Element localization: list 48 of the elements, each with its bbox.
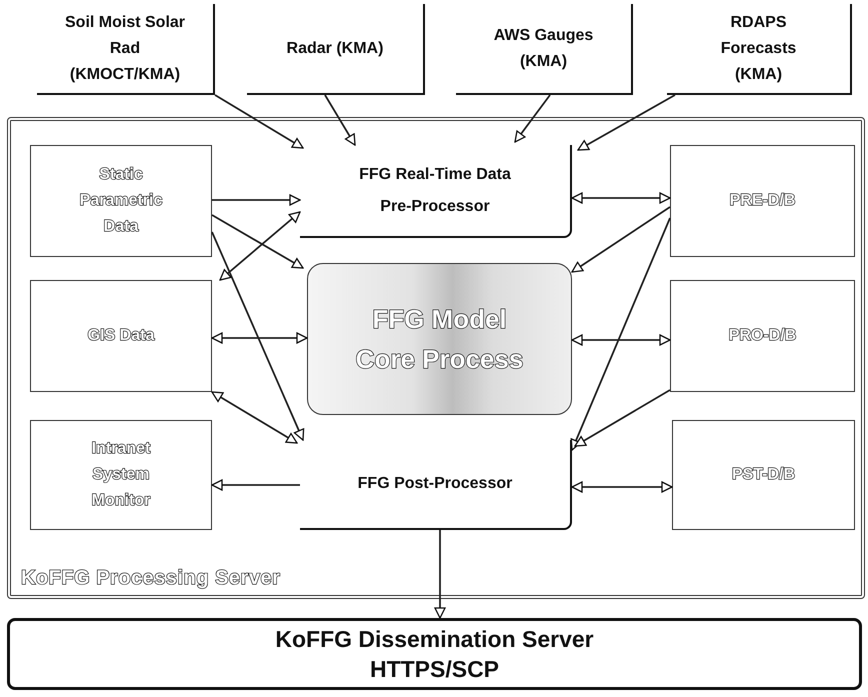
node-label: FFG Model Core Process [354,303,524,376]
data-box [30,145,212,257]
arrow [324,94,356,146]
process-box [300,145,572,238]
arrow [212,214,304,269]
node-label: KoFFG Dissemination Server HTTPS/SCP [274,625,595,684]
arrow [571,192,671,204]
node-label: Intranet System Monitor [90,439,152,511]
node-label: Soil Moist Solar Rad (KMOCT/KMA) [65,12,185,84]
data-box [30,280,212,392]
data-box [30,420,212,530]
arrow [514,94,551,143]
arrow [211,332,308,344]
arrow [571,206,670,273]
node-label: PST-D/B [730,465,796,485]
node-label: Static Parametric Data [78,165,164,237]
node-label: PRO-D/B [728,326,798,346]
arrow [434,530,446,619]
process-box [300,440,572,530]
data-source-box [247,4,425,95]
node-label: KoFFG Processing Server [21,566,280,591]
node-label: GIS Data [86,326,156,346]
arrow [214,94,304,149]
node-label: PRE-D/B [728,191,796,211]
server-container [7,117,865,599]
arrow [570,218,671,451]
arrow [211,479,300,491]
arrow [571,481,673,493]
arrow [571,334,671,346]
arrow [574,389,670,447]
arrow [219,211,301,281]
data-source-box [667,4,852,95]
node-label: FFG Post-Processor [356,474,514,494]
arrow [211,232,304,441]
data-box [672,420,855,530]
dissemination-server-box [7,618,862,690]
node-label: Radar (KMA) [286,38,384,58]
data-source-box [37,4,215,95]
data-box [670,145,855,257]
arrow [577,94,676,151]
data-source-box [456,4,633,95]
data-box [670,280,855,392]
core-process-box [307,263,572,415]
arrow [211,391,298,444]
arrow [212,194,301,206]
node-label: AWS Gauges (KMA) [492,26,594,72]
node-label: FFG Real-Time Data Pre-Processor [358,164,512,216]
node-label: RDAPS Forecasts (KMA) [720,12,798,84]
